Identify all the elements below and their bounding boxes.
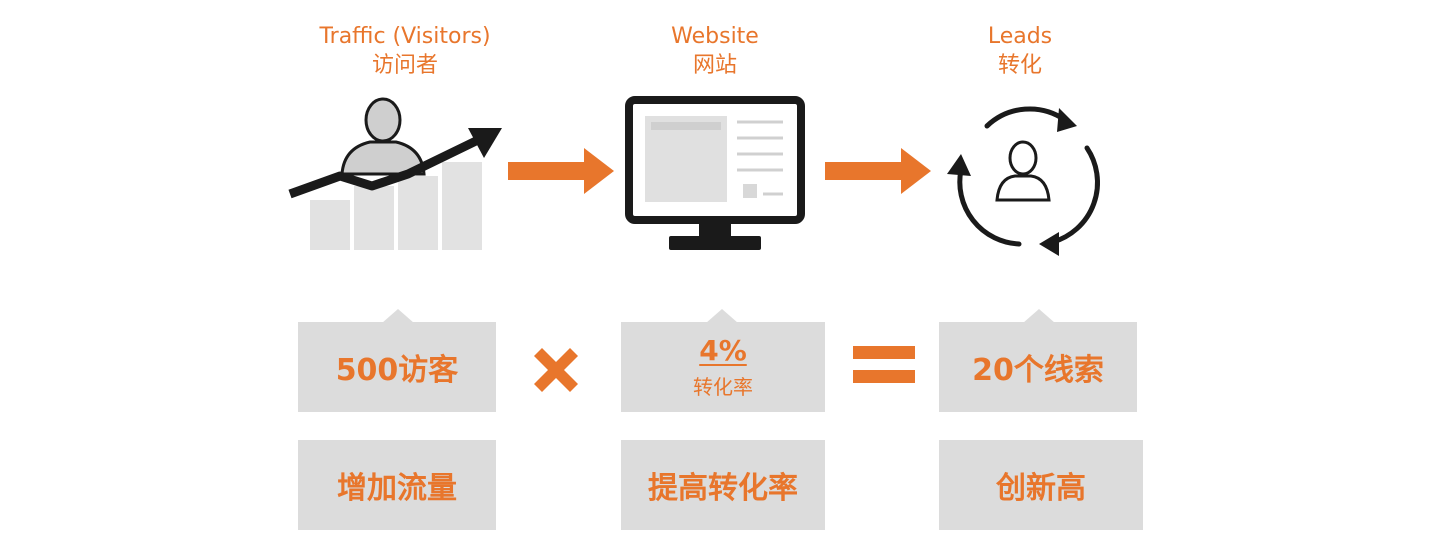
leads-value: 20个线索 [972, 353, 1104, 388]
conversion-rate-label: 转化率 [693, 375, 753, 399]
trend-line [288, 135, 480, 199]
bar-4 [442, 162, 482, 250]
bar-3 [398, 176, 438, 250]
equals-icon [853, 346, 915, 383]
stage-title-zh: 网站 [692, 53, 737, 79]
box-notch [1023, 309, 1055, 323]
flow-arrow-1-icon [508, 148, 614, 194]
visitors-box: 500访客 [298, 322, 496, 412]
stage-title-en: Website [671, 24, 759, 49]
monitor-icon [625, 96, 805, 250]
stage-title-en: Leads [987, 24, 1053, 49]
stage-title-zh: 访问者 [371, 53, 438, 79]
action-label: 增加流量 [337, 471, 457, 506]
bar-2 [354, 186, 394, 250]
action-box-traffic: 增加流量 [298, 440, 496, 530]
action-box-conversion: 提高转化率 [621, 440, 825, 530]
stage-title-en: Traffic (Visitors) [319, 24, 491, 49]
conversion-rate-value: 4% [699, 334, 747, 367]
action-label: 提高转化率 [648, 471, 798, 506]
stage-title-leads: Leads 转化 [950, 24, 1090, 79]
trend-arrowhead [468, 128, 502, 158]
bar-1 [310, 200, 350, 250]
stage-title-traffic: Traffic (Visitors) 访问者 [300, 24, 510, 79]
traffic-growth-icon [288, 97, 502, 250]
conversion-rate-box: 4% 转化率 [621, 322, 825, 412]
action-label: 创新高 [996, 471, 1086, 506]
leads-box: 20个线索 [939, 322, 1137, 412]
visitors-value: 500访客 [335, 353, 459, 388]
stage-title-website: Website 网站 [640, 24, 790, 79]
flow-arrow-2-icon [825, 148, 931, 194]
person-icon [995, 140, 1051, 202]
lead-cycle-icon [947, 106, 1100, 256]
multiply-icon [534, 348, 578, 392]
person-icon [340, 97, 426, 176]
box-notch [706, 309, 738, 323]
box-notch [382, 309, 414, 323]
action-box-record: 创新高 [939, 440, 1143, 530]
stage-title-zh: 转化 [997, 53, 1042, 79]
